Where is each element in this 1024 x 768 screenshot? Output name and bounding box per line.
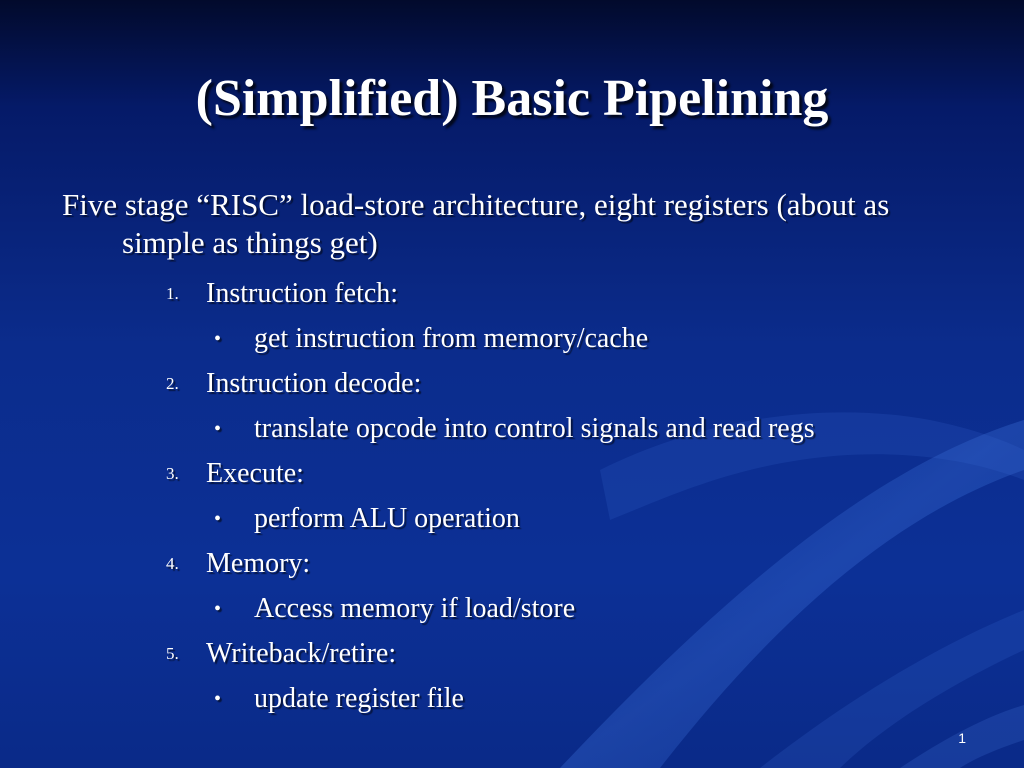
bullet-icon: • <box>214 688 222 710</box>
step-detail: translate opcode into control signals an… <box>254 413 815 444</box>
step-item: 1. Instruction fetch: <box>166 276 962 321</box>
step-label: Instruction fetch: <box>206 278 399 309</box>
step-item: 3. Execute: <box>166 456 962 501</box>
slide-title: (Simplified) Basic Pipelining <box>195 70 829 127</box>
step-detail-item: • translate opcode into control signals … <box>214 411 962 456</box>
step-number: 3. <box>166 464 179 483</box>
step-detail-item: • Access memory if load/store <box>214 591 962 636</box>
bullet-icon: • <box>214 598 222 620</box>
step-label: Memory: <box>206 548 311 579</box>
step-number: 2. <box>166 374 179 393</box>
step-number: 4. <box>166 554 179 573</box>
step-number: 1. <box>166 284 179 303</box>
bullet-icon: • <box>214 508 222 530</box>
step-item: 2. Instruction decode: <box>166 366 962 411</box>
bullet-icon: • <box>214 418 222 440</box>
step-item: 4. Memory: <box>166 546 962 591</box>
step-item: 5. Writeback/retire: <box>166 636 962 681</box>
step-detail: update register file <box>254 683 464 714</box>
step-detail-item: • perform ALU operation <box>214 501 962 546</box>
intro-text: Five stage “RISC” load-store architectur… <box>62 187 890 260</box>
step-number: 5. <box>166 644 179 663</box>
step-detail: Access memory if load/store <box>254 593 576 624</box>
step-detail-item: • get instruction from memory/cache <box>214 321 962 366</box>
step-label: Writeback/retire: <box>206 638 397 669</box>
step-detail: perform ALU operation <box>254 503 520 534</box>
slide-content: Five stage “RISC” load-store architectur… <box>62 186 962 726</box>
step-label: Execute: <box>206 458 304 489</box>
step-detail: get instruction from memory/cache <box>254 323 649 354</box>
bullet-icon: • <box>214 328 222 350</box>
step-detail-item: • update register file <box>214 681 962 726</box>
step-label: Instruction decode: <box>206 368 422 399</box>
page-number: 1 <box>958 730 966 746</box>
